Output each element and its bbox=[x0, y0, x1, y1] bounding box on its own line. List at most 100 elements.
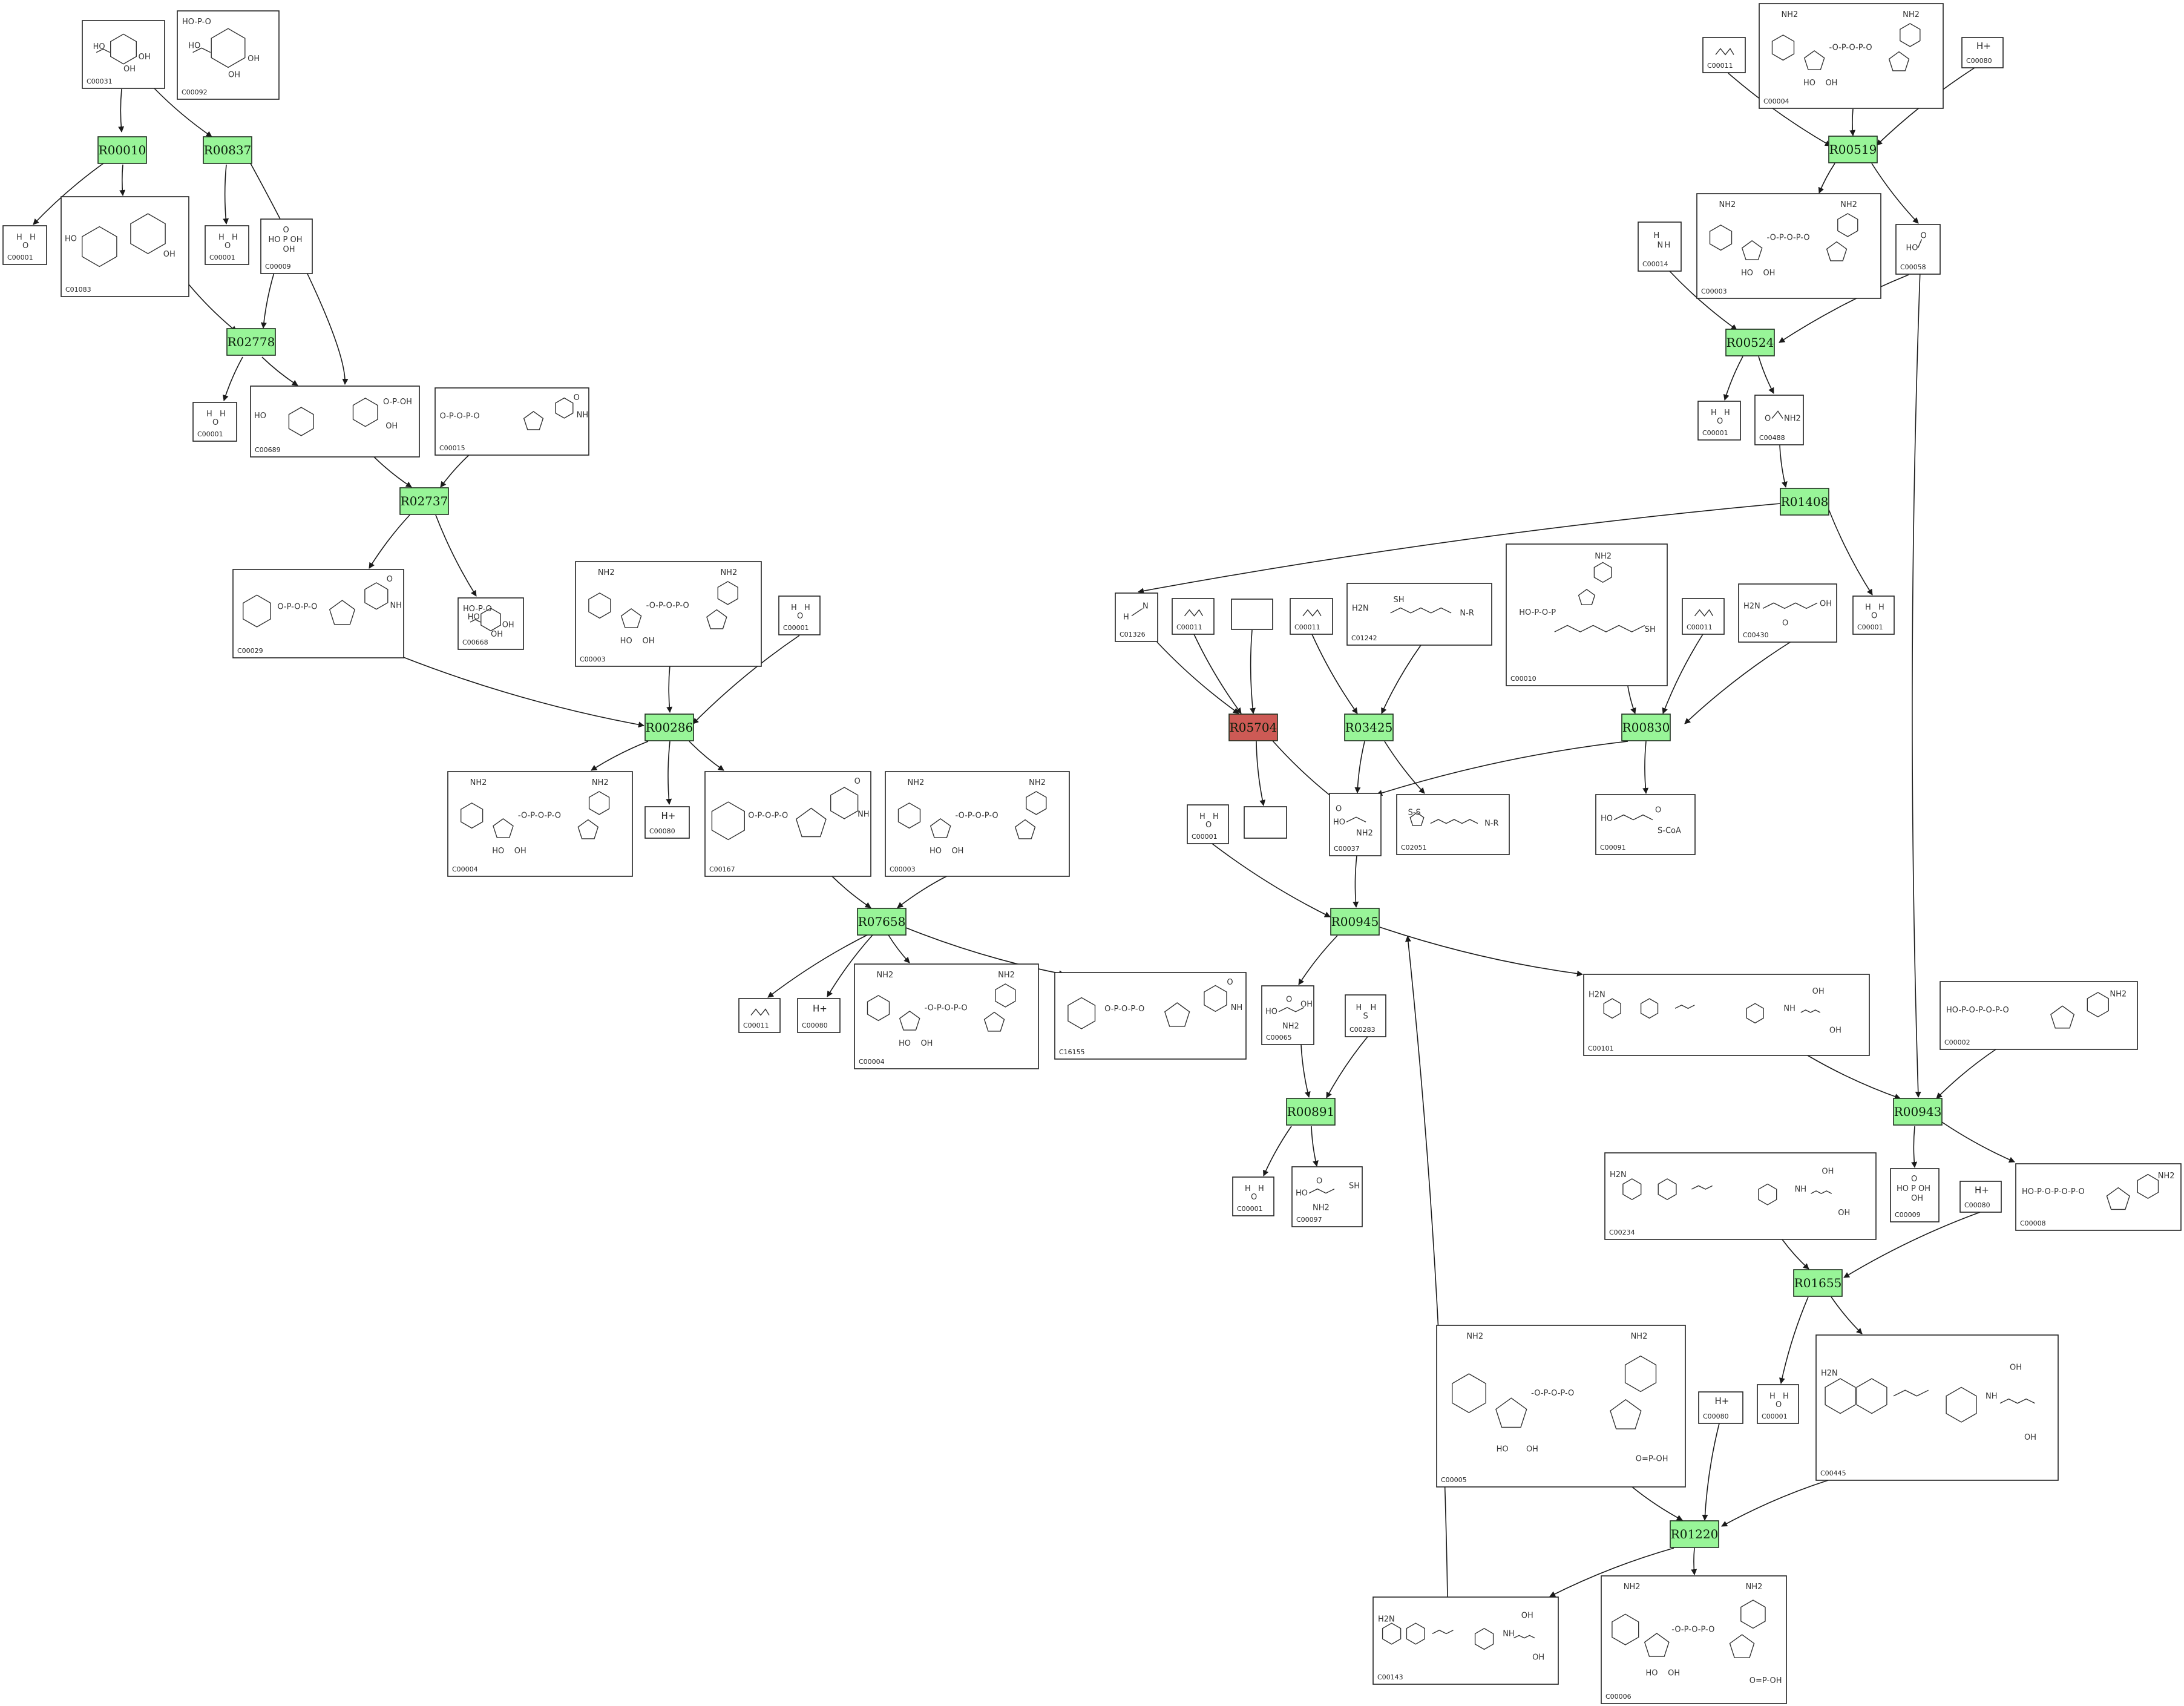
svg-text:OH: OH bbox=[2024, 1433, 2036, 1442]
compound-node[interactable]: C00011 bbox=[1702, 37, 1746, 73]
reaction-node[interactable]: R00891 bbox=[1286, 1098, 1336, 1126]
compound-box bbox=[1852, 595, 1895, 635]
reaction-node[interactable]: R05704 bbox=[1228, 714, 1278, 741]
reaction-node[interactable]: R07658 bbox=[857, 908, 907, 936]
reaction-node[interactable]: R00837 bbox=[203, 136, 252, 164]
compound-node[interactable]: H+C00080 bbox=[1959, 1181, 2002, 1213]
reaction-edge bbox=[188, 284, 237, 332]
compound-node[interactable] bbox=[1244, 806, 1287, 839]
compound-node[interactable]: H+C00080 bbox=[797, 998, 841, 1033]
compound-box bbox=[1396, 794, 1510, 855]
reaction-node[interactable]: R00286 bbox=[644, 714, 694, 741]
compound-node[interactable]: H+C00080 bbox=[644, 806, 690, 839]
svg-text:H: H bbox=[1213, 812, 1219, 821]
svg-text:SH: SH bbox=[1645, 625, 1656, 634]
reaction-node[interactable]: R00945 bbox=[1330, 908, 1380, 936]
compound-node[interactable]: H+C00080 bbox=[1961, 37, 2004, 68]
svg-text:H2N: H2N bbox=[1743, 602, 1760, 611]
compound-node[interactable] bbox=[1231, 599, 1273, 630]
reaction-node[interactable]: R00519 bbox=[1828, 136, 1878, 163]
svg-text:NH: NH bbox=[1986, 1392, 1998, 1401]
reaction-node[interactable]: R00524 bbox=[1725, 329, 1775, 356]
reaction-edge bbox=[1627, 686, 1636, 714]
compound-node[interactable]: C00011 bbox=[1172, 598, 1215, 635]
compound-node[interactable]: C00011 bbox=[1682, 598, 1725, 635]
svg-text:HO-P-O-P-O-P-O: HO-P-O-P-O-P-O bbox=[1946, 1006, 2009, 1015]
reaction-node[interactable]: R02737 bbox=[399, 487, 449, 515]
reaction-edge bbox=[1779, 445, 1788, 488]
svg-text:N: N bbox=[1658, 241, 1664, 250]
compound-box bbox=[1232, 1176, 1274, 1216]
compound-node[interactable]: C00011 bbox=[1290, 598, 1333, 635]
svg-text:OH: OH bbox=[1521, 1612, 1533, 1621]
reaction-node[interactable]: R00943 bbox=[1893, 1098, 1943, 1126]
reaction-node[interactable]: R03425 bbox=[1344, 714, 1394, 741]
reaction-edge bbox=[1250, 629, 1256, 714]
reaction-node[interactable]: R01220 bbox=[1670, 1520, 1719, 1548]
svg-text:NH2: NH2 bbox=[598, 568, 615, 577]
compound-node[interactable]: C00011 bbox=[738, 998, 781, 1033]
reaction-node[interactable]: R01408 bbox=[1780, 488, 1829, 516]
reaction-edge bbox=[1843, 1212, 1981, 1278]
reaction-node[interactable]: R02778 bbox=[226, 328, 276, 356]
structure-drawing: HOH bbox=[218, 233, 238, 251]
reaction-node[interactable]: R00010 bbox=[97, 136, 147, 164]
compound-box bbox=[1757, 1384, 1799, 1424]
svg-text:O: O bbox=[574, 393, 580, 402]
svg-text:OH: OH bbox=[1526, 1445, 1538, 1454]
compound-node[interactable]: H+C00080 bbox=[1698, 1391, 1743, 1424]
svg-text:NH2: NH2 bbox=[1746, 1583, 1763, 1592]
reaction-node[interactable]: R01655 bbox=[1793, 1269, 1843, 1297]
compound-layer: HOOHOHC00031HOOHOHHO-P-OC00092HOHC00001H… bbox=[2, 3, 2182, 1704]
reaction-node[interactable]: R00830 bbox=[1621, 714, 1671, 741]
svg-text:NH2: NH2 bbox=[907, 778, 924, 787]
